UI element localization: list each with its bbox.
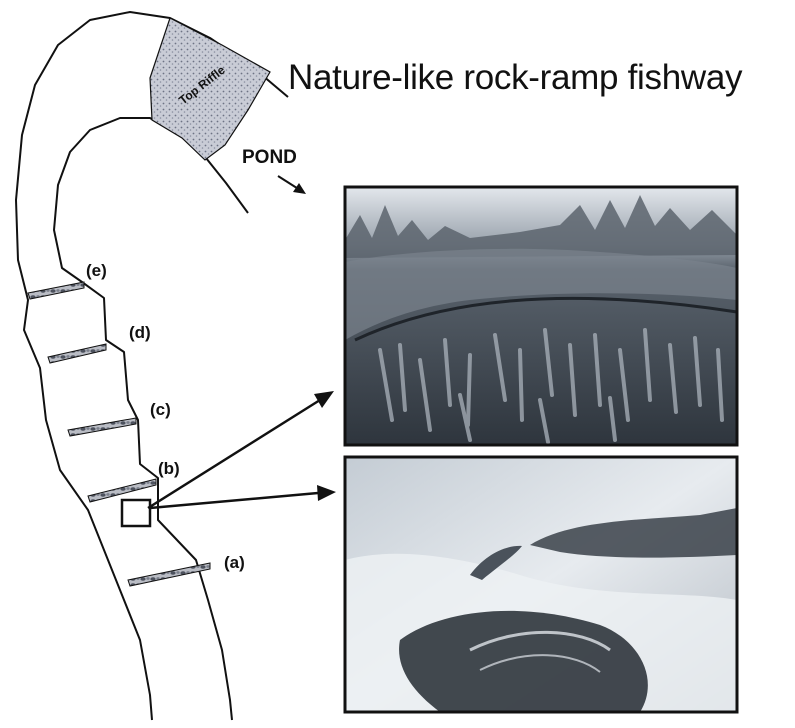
photo-fish-leaping xyxy=(345,457,737,712)
inspection-box xyxy=(122,500,150,526)
riffle-label-d: (d) xyxy=(129,323,151,342)
riffle-label-a: (a) xyxy=(224,553,245,572)
riffle-band-e xyxy=(28,282,84,299)
riffle-bands xyxy=(28,282,210,586)
riffle-band-b xyxy=(88,479,156,502)
riffle-label-e: (e) xyxy=(86,261,107,280)
riffle-label-c: (c) xyxy=(150,400,171,419)
photo-underwater-fish xyxy=(345,187,737,445)
pond-arrow xyxy=(278,176,306,194)
riffle-band-c xyxy=(68,418,136,436)
riffle-band-a xyxy=(128,563,210,586)
callout-arrow-upper xyxy=(148,391,334,508)
riffle-band-d xyxy=(48,344,106,363)
top-riffle xyxy=(150,18,270,160)
channel-inner-bank xyxy=(54,118,248,720)
pond-label: POND xyxy=(242,147,297,168)
riffle-label-b: (b) xyxy=(158,459,180,478)
